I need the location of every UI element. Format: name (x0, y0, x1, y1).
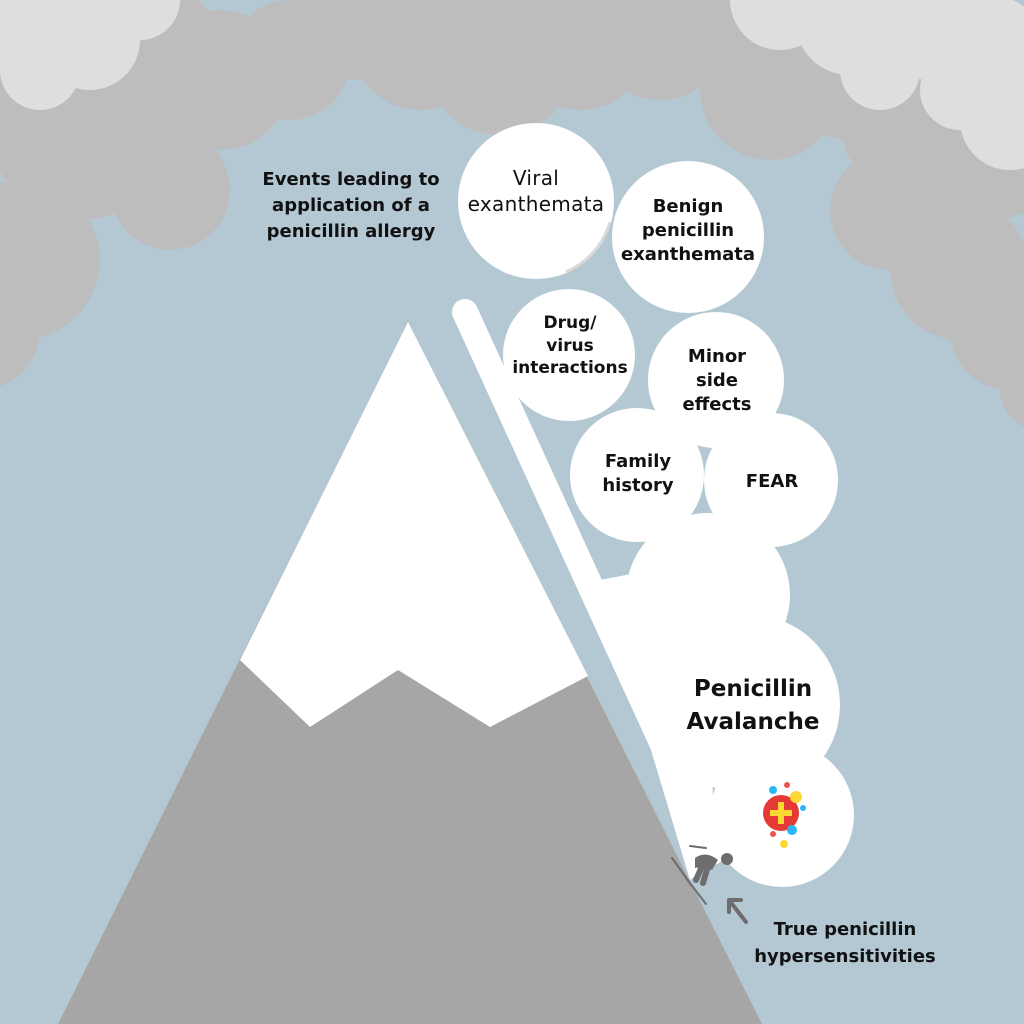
label-fear: FEAR (745, 471, 799, 493)
label-benign-penicillin-exanthemata: Benign penicillin exanthemata (620, 196, 756, 265)
mountain-snowcap (240, 322, 588, 727)
arrow-up-left-icon (727, 898, 748, 924)
bubble-minor-side-effects (648, 312, 784, 448)
mountain (58, 322, 762, 1024)
bubble-benign-penicillin-exanthemata (612, 161, 764, 313)
label-true-hypersensitivities: True penicillin hypersensitivities (754, 919, 936, 967)
label-penicillin-avalanche: Penicillin Avalanche (686, 676, 820, 735)
bubble-fear (704, 413, 838, 547)
medical-cross-pill-icon (763, 782, 806, 848)
bubble-drug-virus-interactions (503, 289, 635, 421)
label-drug-virus-interactions: Drug/ virus interactions (512, 313, 628, 379)
bubble-family-history (570, 408, 704, 542)
label-family-history: Family history (602, 451, 674, 496)
bubble-viral-exanthemata (458, 123, 614, 279)
storm-clouds (0, 0, 1024, 427)
label-viral-exanthemata: Viral exanthemata (467, 165, 605, 216)
label-minor-side-effects: Minor side effects (682, 346, 752, 415)
diagram-title: Events leading to application of a penic… (262, 168, 440, 243)
skier-icon (671, 845, 733, 905)
